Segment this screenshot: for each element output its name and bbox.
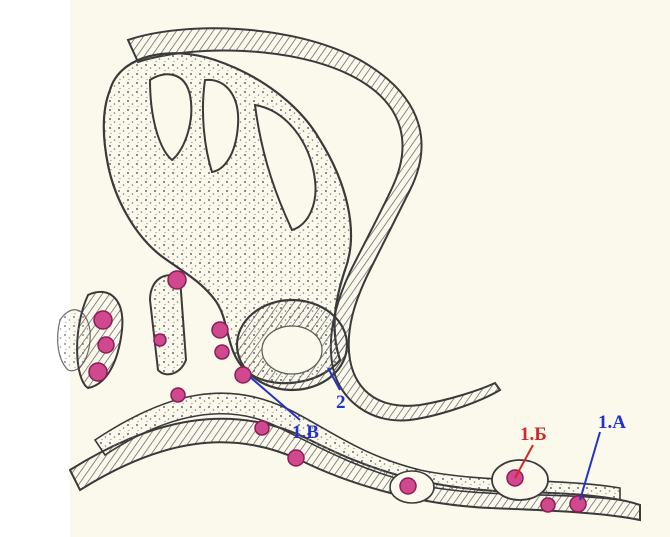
germ-cell <box>235 367 251 383</box>
germ-cell <box>154 334 166 346</box>
germ-cell <box>288 450 304 466</box>
germ-cell <box>168 271 186 289</box>
germ-cell <box>541 498 555 512</box>
label-1a: 1.A <box>598 412 626 433</box>
germ-cell <box>400 478 416 494</box>
germ-cell <box>171 388 185 402</box>
germ-cell <box>570 496 586 512</box>
germ-cell <box>89 363 107 381</box>
label-2: 2 <box>336 392 346 413</box>
germ-cell <box>255 421 269 435</box>
germ-cell <box>212 322 228 338</box>
label-1b: 1.B <box>292 422 319 443</box>
germ-cell <box>94 311 112 329</box>
germ-cell <box>215 345 229 359</box>
label-1b-red: 1.Б <box>520 424 547 445</box>
germ-cell <box>98 337 114 353</box>
